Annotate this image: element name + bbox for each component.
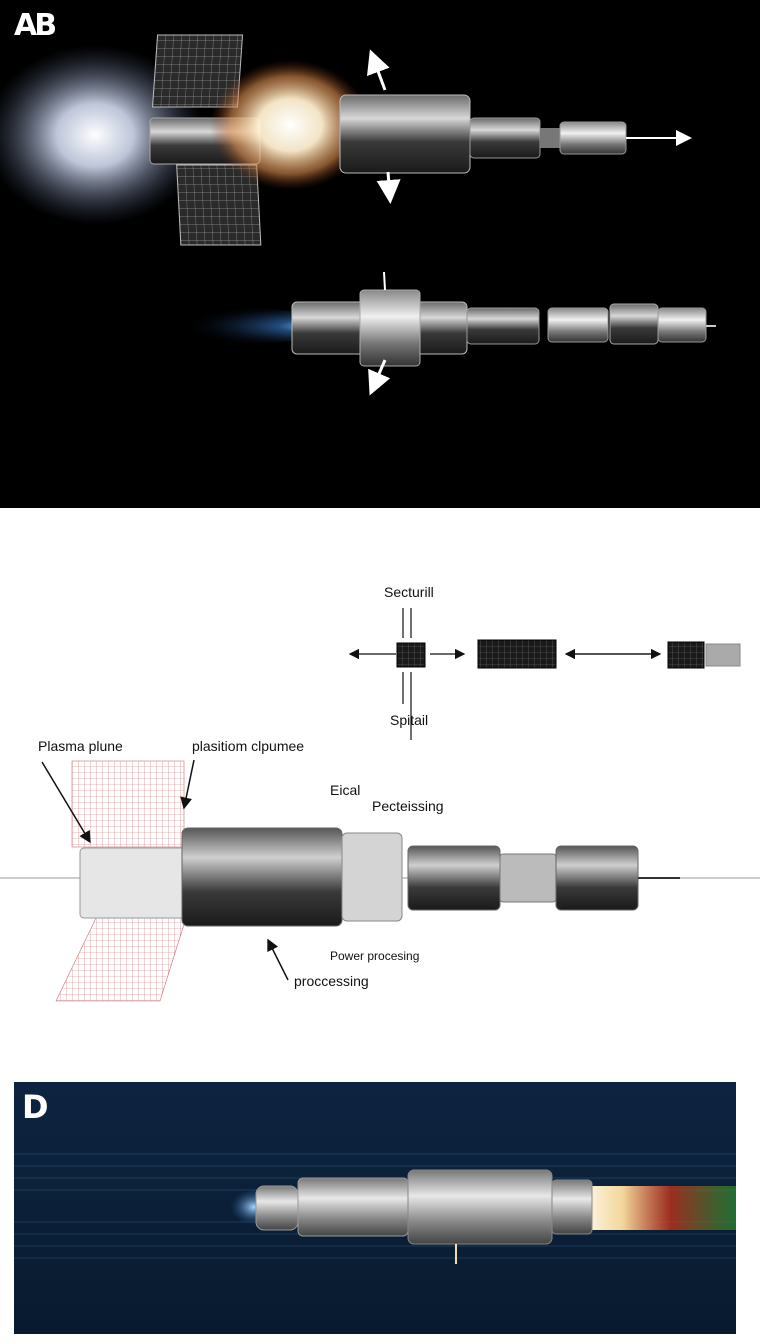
solar-panel-upper-c: [71, 760, 185, 848]
solar-panel-upper: [151, 34, 244, 108]
schematic-block-3: [667, 641, 705, 669]
schematic-block-1: [396, 642, 426, 668]
panel-letter-ab: AB: [14, 8, 57, 43]
plasitiom-pointer-arrow: [180, 759, 195, 810]
module-c4: [407, 845, 501, 911]
up-arrow-a: [367, 49, 390, 91]
panel-letter-d: D: [22, 1088, 49, 1126]
module-b5: [609, 303, 659, 345]
plasma-pointer-arrow: [41, 761, 91, 844]
label-plasma-plune: Plasma plune: [38, 738, 123, 754]
panel-d: D: [14, 1082, 736, 1334]
module-a4: [559, 121, 627, 155]
module-d1: [255, 1185, 299, 1231]
module-b3: [466, 307, 540, 345]
module-b2: [359, 289, 421, 367]
connector-c: [499, 853, 557, 903]
processing-pointer-arrow: [267, 938, 289, 981]
label-power-procesing: Power procesing: [330, 949, 420, 963]
module-c3: [341, 832, 403, 922]
label-plasitiom-clpumee: plasitiom clpumee: [192, 738, 305, 754]
exhaust-plume-b: [120, 308, 340, 344]
panel-ab-illustration: [0, 34, 716, 396]
panel-d-illustration: [14, 1153, 736, 1264]
label-secturill: Secturill: [384, 584, 434, 600]
module-b6: [657, 307, 707, 343]
schematic-block-2: [477, 639, 557, 669]
fire-plume-a: [210, 60, 370, 190]
module-c1: [79, 847, 186, 919]
module-c2: [181, 827, 343, 927]
solar-panel-lower-c: [55, 917, 187, 1002]
label-eical: Eical: [330, 782, 361, 798]
panel-ab: AB: [0, 0, 760, 508]
module-c5: [555, 845, 639, 911]
module-d2: [297, 1177, 409, 1237]
up-arrow-b: [383, 271, 386, 291]
connector-a: [540, 128, 560, 148]
exhaust-fire-d: [574, 1186, 736, 1230]
solar-panel-lower: [176, 164, 262, 246]
label-proccessing: proccessing: [294, 973, 369, 989]
module-a2: [339, 94, 471, 174]
label-spitail: Spitail: [390, 712, 429, 728]
module-b4: [547, 307, 609, 343]
module-a3: [469, 117, 541, 159]
panel-c: Secturill Spitail Plasma plune plasitiom…: [0, 508, 768, 1078]
schematic-block-4: [705, 643, 741, 667]
module-d3: [407, 1169, 553, 1245]
label-pecteissing: Pecteissing: [372, 798, 444, 814]
module-d4: [551, 1179, 593, 1235]
down-arrow-b: [368, 359, 391, 396]
down-arrow-a: [376, 171, 401, 204]
panel-c-diagram: [0, 608, 760, 1002]
